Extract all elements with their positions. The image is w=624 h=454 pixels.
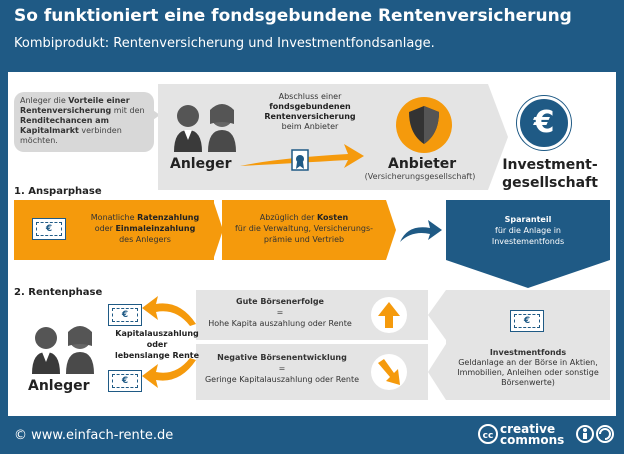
savings-box: Sparanteil für die Anlage in Investement… [446, 200, 610, 260]
investment-fund-box: € Investmentfonds Geldanlage an der Börs… [446, 290, 610, 400]
speech-bold: Vorteile einer Rentenversicherung [20, 96, 130, 115]
contract-text-line: Abschluss einer [278, 92, 342, 101]
cash-card-icon: € [32, 218, 66, 240]
cost-text: Abzüglich der Kosten für die Verwaltung,… [226, 212, 382, 245]
chevron-right-icon [386, 200, 396, 260]
contract-arrow [240, 144, 364, 168]
phase1-label: 1. Ansparphase [14, 186, 102, 197]
chevron-right-icon [488, 84, 508, 190]
cost-box: Abzüglich der Kosten für die Verwaltung,… [222, 200, 386, 260]
cash-card-symbol: € [112, 374, 138, 388]
savings-text: Sparanteil für die Anlage in Investement… [450, 214, 606, 247]
payout-text-line: oder [146, 340, 168, 349]
rate-text-part: Monatliche [90, 213, 138, 222]
cc-text: creative commons [500, 422, 565, 447]
speech-bubble: Anleger die Vorteile einer Rentenversich… [14, 92, 154, 152]
savings-text-line: für die Anlage in [495, 226, 561, 235]
cash-card-symbol: € [112, 308, 138, 322]
cc-text-line: commons [500, 433, 565, 447]
arrow-up-icon [371, 297, 407, 333]
cash-card-icon: € [108, 370, 142, 392]
cc-attribution-icons [576, 425, 614, 443]
bad-market-box: Negative Börsenentwicklung = Geringe Kap… [196, 344, 428, 400]
arrow-down-right-icon [371, 354, 407, 390]
speech-text: Anleger die [20, 96, 69, 105]
investor-couple-icon [174, 104, 236, 152]
contract-text-line: beim Anbieter [281, 122, 339, 131]
contract-text: Abschluss einer fondsgebundenen Rentenve… [262, 92, 358, 132]
provider-label: Anbieter [388, 156, 457, 172]
cc-text-line: creative [500, 422, 556, 436]
bad-market-equals: = [278, 364, 286, 373]
svg-text:cc: cc [483, 431, 494, 441]
euro-coin-icon: € [517, 96, 571, 150]
flow-arrow-icon [400, 220, 442, 242]
cash-card-symbol: € [514, 314, 540, 328]
investor-label: Anleger [170, 156, 232, 172]
savings-text-bold: Sparanteil [504, 215, 552, 224]
investment-company-label: Investment- gesellschaft [498, 156, 602, 192]
speech-bold: Renditechancen am Kapitalmarkt [20, 116, 109, 135]
chevron-left-icon [428, 344, 446, 400]
speech-text: mit den [111, 106, 145, 115]
bad-market-text: Negative Börsenentwicklung = Geringe Kap… [200, 352, 364, 385]
payout-arrow-up [142, 296, 196, 326]
phase2-label: 2. Rentenphase [14, 287, 103, 298]
savings-text-line: Investementfonds [491, 237, 565, 246]
bad-market-title: Negative Börsenentwicklung [217, 353, 347, 362]
cash-card-symbol: € [36, 222, 62, 236]
page-subtitle: Kombiprodukt: Rentenversicherung und Inv… [14, 36, 435, 51]
page-title: So funktioniert eine fondsgebundene Rent… [14, 6, 572, 26]
bad-market-result: Geringe Kapitalauszahlung oder Rente [204, 375, 360, 384]
rate-text-bold: Einmaleinzahlung [115, 224, 196, 233]
speech-text: verbinden möchten. [20, 126, 122, 145]
chevron-right-icon [213, 200, 223, 260]
rate-text-part: oder [94, 224, 116, 233]
provider-sublabel: (Versicherungsgesellschaft) [364, 172, 476, 181]
investor-couple-icon [32, 326, 94, 374]
good-market-text: Gute Börsenerfolge = Hohe Kapita auszahl… [200, 296, 360, 329]
cost-text-bold: Kosten [316, 213, 349, 222]
good-market-box: Gute Börsenerfolge = Hohe Kapita auszahl… [196, 290, 428, 340]
cash-card-icon: € [108, 304, 142, 326]
rate-text-part: des Anlegers [119, 235, 171, 244]
rate-box: € Monatliche Ratenzahlung oder Einmalein… [14, 200, 214, 260]
payout-arrow-down [142, 358, 196, 388]
investment-company-label-line: Investment- [502, 157, 598, 173]
chevron-down-icon [446, 260, 610, 288]
cc-logo-icon: cc [478, 424, 498, 444]
footer-url[interactable]: © www.einfach-rente.de [14, 428, 174, 443]
cash-card-icon: € [510, 310, 544, 332]
payout-text-line: lebenslange Rente [114, 351, 200, 360]
rate-text-bold: Ratenzahlung [137, 213, 200, 222]
investment-fund-text: Investmentfonds Geldanlage an der Börse … [450, 348, 606, 388]
shield-icon [396, 97, 452, 153]
investment-fund-title: Investmentfonds [489, 348, 567, 357]
speech-tail [150, 108, 160, 122]
payout-text: Kapitalauszahlung oder lebenslange Rente [112, 328, 202, 361]
cost-text-part: Abzüglich der [259, 213, 317, 222]
contract-text-bold: fondsgebundenen Rentenversicherung [264, 102, 356, 121]
rate-text: Monatliche Ratenzahlung oder Einmaleinza… [84, 212, 206, 245]
chevron-left-icon [428, 290, 446, 340]
contract-document-icon [291, 149, 309, 171]
payout-text-line: Kapitalauszahlung [115, 329, 199, 338]
investment-company-label-line: gesellschaft [502, 175, 598, 191]
investment-fund-desc: Geldanlage an der Börse in Aktien, Immob… [457, 358, 599, 387]
good-market-equals: = [276, 308, 284, 317]
good-market-result: Hohe Kapita auszahlung oder Rente [208, 319, 352, 328]
cost-text-part: für die Verwaltung, Versicherungs-prämie… [234, 224, 374, 244]
investor-label: Anleger [28, 378, 90, 394]
good-market-title: Gute Börsenerfolge [236, 297, 324, 306]
